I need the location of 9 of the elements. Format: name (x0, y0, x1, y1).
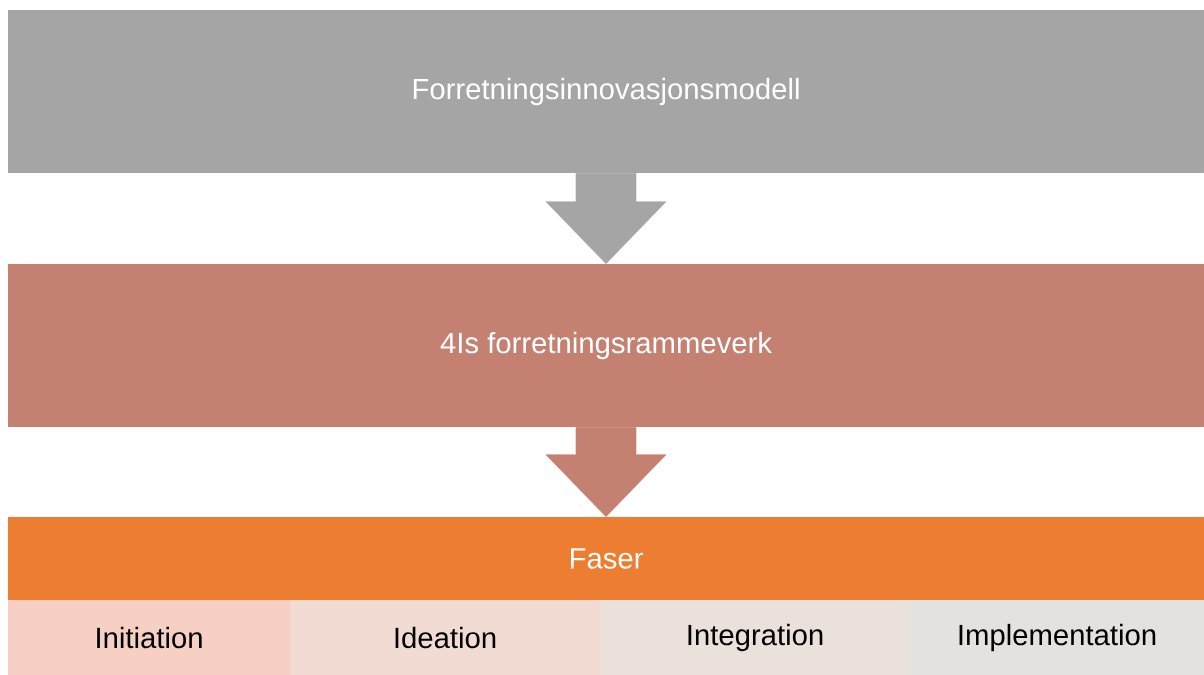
phase-cell: Integration (600, 600, 910, 675)
heading-band: Forretningsinnovasjonsmodell (8, 10, 1204, 173)
phase-cell: Ideation (290, 600, 600, 675)
phase-cell: Initiation (8, 600, 290, 675)
block-arrow (545, 426, 667, 518)
framework-band: 4Is forretningsrammeverk (8, 264, 1204, 427)
phase-cell: Implementation (910, 600, 1204, 675)
block-arrow (545, 172, 667, 265)
phase-band: Faser (8, 517, 1204, 600)
